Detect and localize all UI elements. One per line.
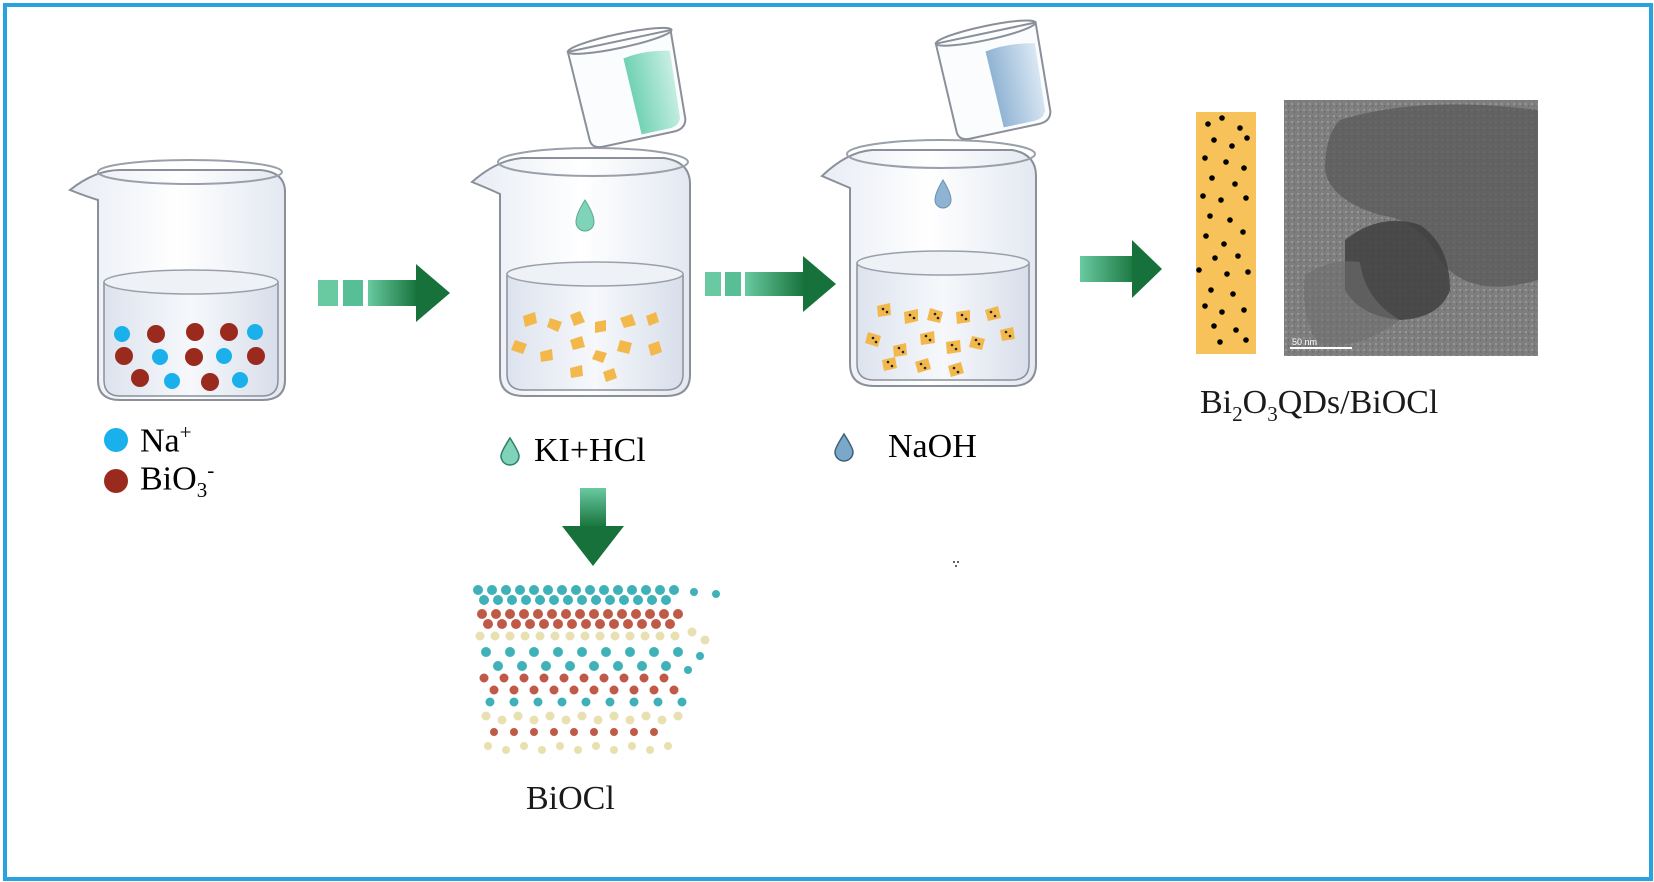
legend-bio3-label: BiO3-	[140, 458, 215, 503]
reagent1-label: KI+HCl	[534, 432, 646, 469]
scale-bar-label: 50 nm	[1292, 337, 1317, 347]
bio3-ion	[201, 373, 219, 391]
arrow-down	[562, 488, 624, 566]
droplet-icon	[934, 179, 952, 209]
product-label: Bi2O3QDs/BiOCl	[1200, 384, 1439, 426]
biocl-crystal	[473, 585, 720, 754]
droplet-icon	[834, 432, 854, 462]
na-ion	[216, 348, 232, 364]
bio3-dot	[104, 468, 128, 493]
reagent2-label-row: NaOH	[832, 428, 977, 466]
droplet-icon	[575, 199, 595, 232]
figure-border	[3, 3, 1653, 881]
pouring-cup-2	[934, 19, 1052, 141]
bio3-ion	[131, 369, 149, 387]
na-ion	[152, 349, 168, 365]
bio3-ion	[186, 323, 204, 341]
qd-bar	[1196, 112, 1256, 354]
na-ion	[114, 326, 130, 342]
arrow-step-2	[705, 256, 836, 312]
arrow-step-3	[1080, 240, 1162, 298]
bio3-ion	[220, 323, 238, 341]
reagent2-label: NaOH	[888, 428, 977, 465]
legend-na-label: Na+	[140, 420, 192, 460]
na-ion	[164, 373, 180, 389]
bio3-ion	[247, 347, 265, 365]
ions-in-beaker-1	[114, 323, 265, 391]
sheets-in-beaker-2	[511, 311, 662, 382]
legend-na: Na+	[104, 420, 192, 460]
na-ion	[232, 372, 248, 388]
droplet-icon	[500, 436, 520, 466]
reagent1-label-row: KI+HCl	[498, 432, 646, 470]
tem-image: 50 nm	[1284, 100, 1538, 356]
beaker-2	[470, 147, 691, 397]
beaker-3	[820, 139, 1037, 387]
na-ion	[247, 324, 263, 340]
bio3-ion	[185, 348, 203, 366]
legend-bio3: BiO3-	[104, 458, 214, 503]
pouring-cup-1	[566, 26, 687, 149]
bio3-ion	[115, 347, 133, 365]
na-dot	[104, 428, 128, 453]
stray-mark	[953, 561, 959, 567]
bio3-ion	[147, 325, 165, 343]
decorated-sheets-in-beaker-3	[865, 303, 1015, 377]
biocl-label: BiOCl	[526, 780, 615, 817]
arrow-step-1	[318, 264, 450, 322]
